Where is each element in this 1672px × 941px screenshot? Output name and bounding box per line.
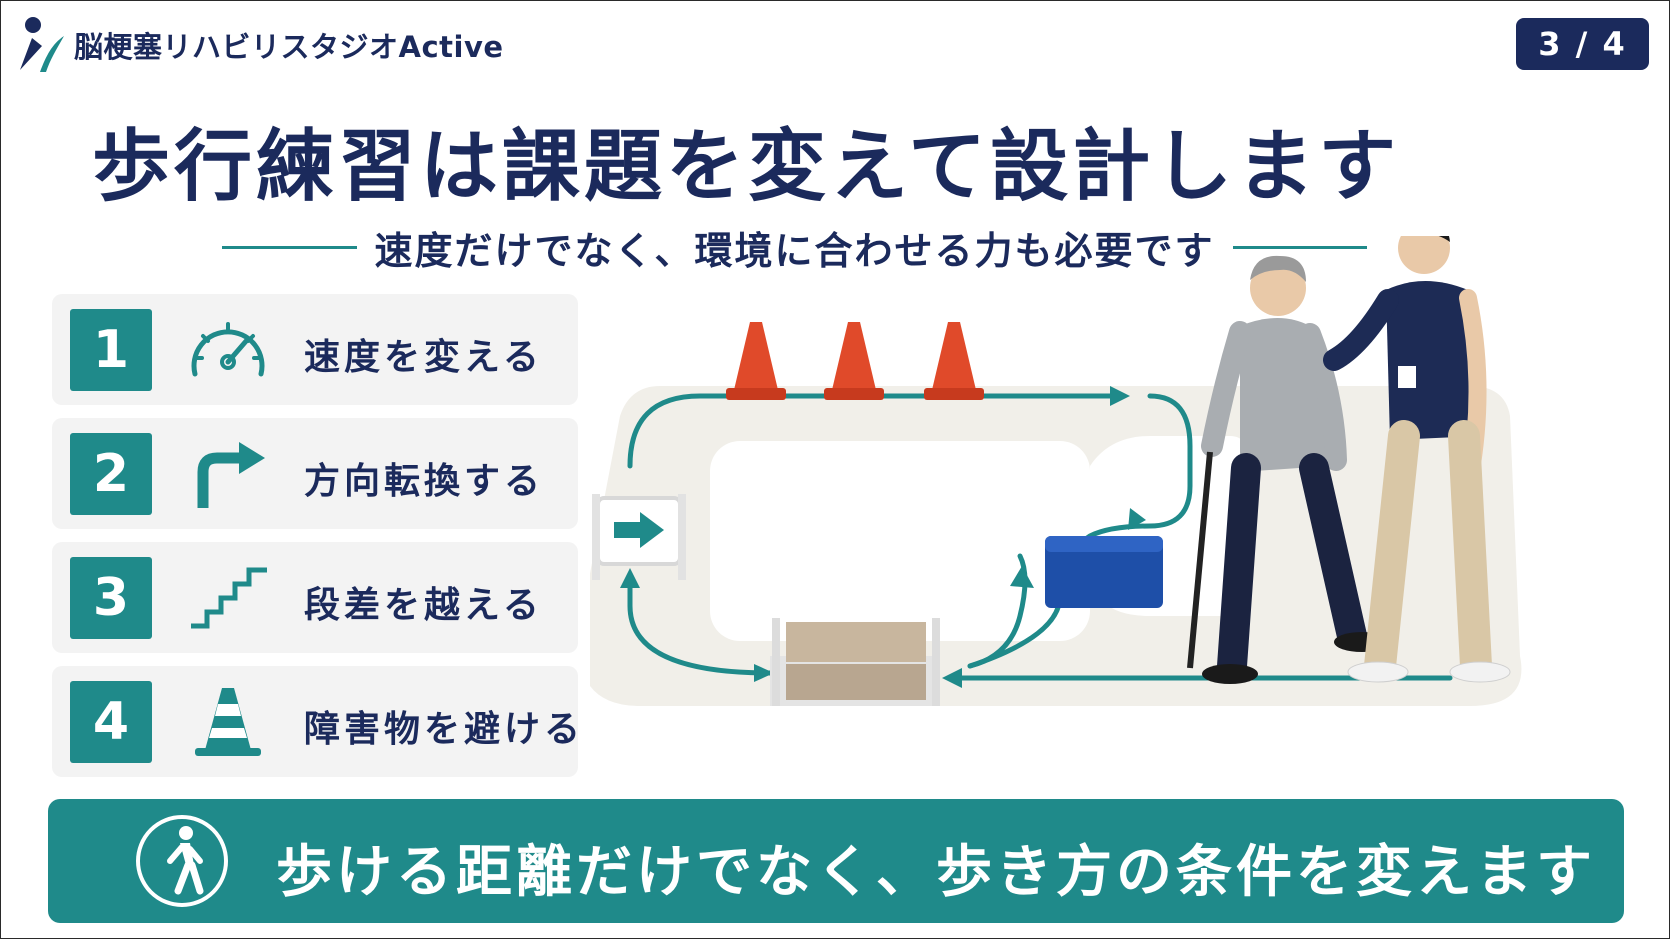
walking-course-illustration xyxy=(590,236,1522,706)
turn-arrow-icon xyxy=(197,442,265,508)
subtitle-rule-right xyxy=(1232,246,1368,249)
speedometer-icon xyxy=(191,322,265,377)
task-item-obstacle: 4 障害物を避ける xyxy=(52,666,580,777)
task-label: 段差を越える xyxy=(304,585,543,626)
subtitle: 速度だけでなく、環境に合わせる力も必要です xyxy=(374,229,1215,273)
subtitle-row: 速度だけでなく、環境に合わせる力も必要です xyxy=(222,220,1368,275)
banner-text: 歩ける距離だけでなく、歩き方の条件を変えます xyxy=(276,840,1596,905)
task-label: 障害物を避ける xyxy=(304,709,585,750)
step-platform xyxy=(770,618,940,706)
task-list: 1 速度を変える 2 方向転換する 3 段差を越える xyxy=(52,294,580,790)
task-item-speed: 1 速度を変える xyxy=(52,294,578,405)
page-title: 歩行練習は課題を変えて設計します xyxy=(92,122,1401,212)
task-label: 速度を変える xyxy=(304,337,543,378)
direction-sign xyxy=(592,494,686,580)
task-number: 3 xyxy=(70,557,152,639)
page-indicator: 3 / 4 xyxy=(1516,18,1649,70)
task-item-step: 3 段差を越える xyxy=(52,542,578,653)
summary-banner: 歩ける距離だけでなく、歩き方の条件を変えます xyxy=(48,799,1624,923)
logo-person-icon xyxy=(20,17,64,72)
path-arrow-top xyxy=(627,393,1113,469)
task-label: 方向転換する xyxy=(304,461,545,502)
subtitle-rule-left xyxy=(222,246,357,249)
stairs-icon xyxy=(191,567,267,629)
foam-block xyxy=(1045,536,1163,608)
brand-name: 脳梗塞リハビリスタジオActive xyxy=(74,30,504,64)
task-item-turn: 2 方向転換する xyxy=(52,418,578,529)
walking-person-icon xyxy=(136,815,228,907)
traffic-cones xyxy=(726,322,984,400)
path-arrow-right-curve xyxy=(967,393,1193,669)
therapist-figure xyxy=(1323,236,1511,683)
task-number: 1 xyxy=(70,309,152,391)
task-number: 4 xyxy=(70,681,152,763)
task-number: 2 xyxy=(70,433,152,515)
path-arrow-stairs xyxy=(627,583,773,676)
cone-icon xyxy=(195,688,261,756)
brand-logo: 脳梗塞リハビリスタジオActive xyxy=(16,16,504,74)
